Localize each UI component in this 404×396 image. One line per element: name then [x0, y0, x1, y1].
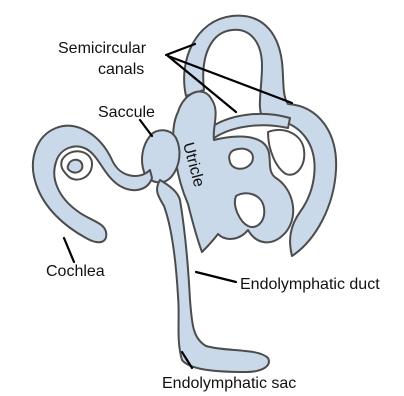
cochlea-apex — [68, 160, 83, 173]
endolymphatic-duct-leader — [196, 272, 236, 282]
label-cochlea: Cochlea — [46, 263, 105, 280]
cochlea-shape — [33, 126, 152, 243]
utricle-hole-1 — [229, 149, 253, 169]
cochlea-leader — [64, 238, 74, 262]
label-endolymphatic-sac: Endolymphatic sac — [162, 375, 296, 392]
label-semicircular-line2: canals — [98, 61, 144, 78]
cochlea — [33, 126, 152, 243]
label-endolymphatic-duct: Endolymphatic duct — [240, 276, 380, 293]
label-semicircular-line1: Semicircular — [58, 40, 147, 57]
label-saccule: Saccule — [98, 104, 155, 121]
canal-hole — [268, 130, 304, 175]
saccule-leader — [140, 120, 152, 136]
